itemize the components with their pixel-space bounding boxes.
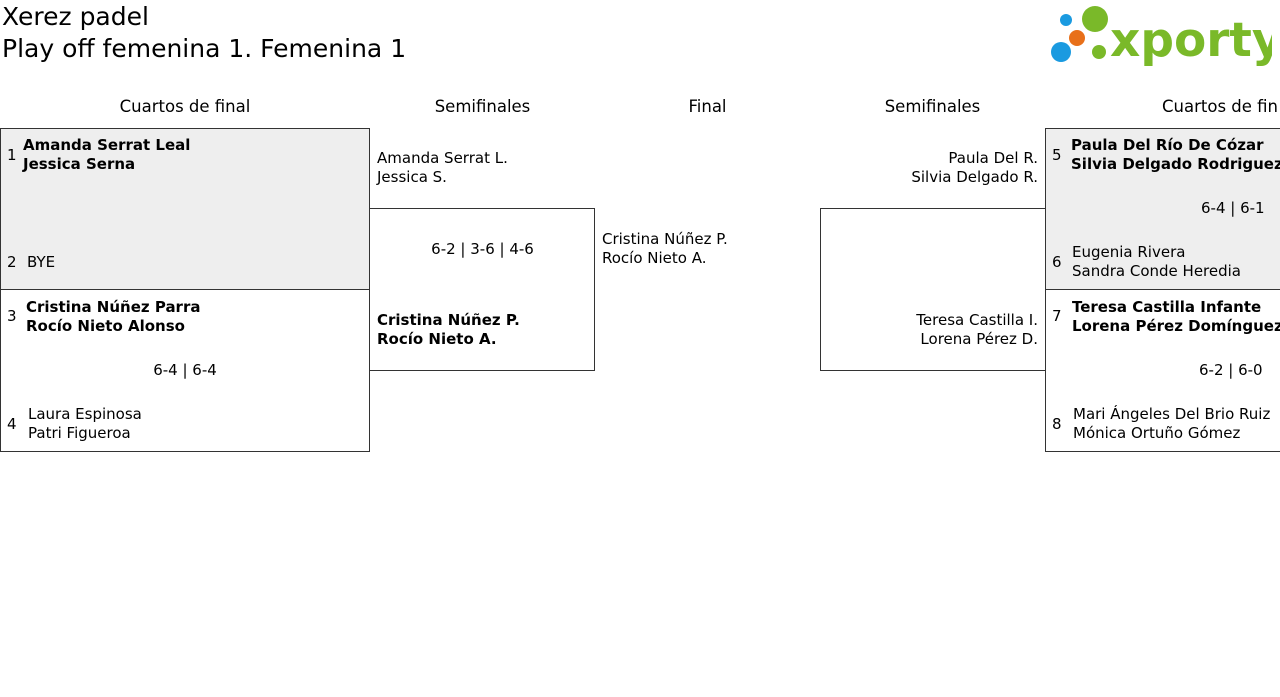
player-name: Paula Del Río De Cózar [1071,136,1264,154]
team-qf2-a[interactable]: Cristina Núñez Parra Rocío Nieto Alonso [26,298,200,336]
team-final-a[interactable]: Cristina Núñez P. Rocío Nieto A. [602,230,728,268]
match-score: 6-2 | 3-6 | 4-6 [431,240,534,258]
match-score: 6-2 | 6-0 [1199,361,1263,379]
player-name: Amanda Serrat L. [377,149,508,167]
player-name: Jessica Serna [23,155,136,173]
team-sf2-a[interactable]: Paula Del R. Silvia Delgado R. [911,149,1038,187]
competition-title: Play off femenina 1. Femenina 1 [2,34,407,63]
team-qf2-b[interactable]: Laura Espinosa Patri Figueroa [28,405,142,443]
player-name: Jessica S. [377,168,447,186]
player-name: Paula Del R. [948,149,1038,167]
seed-number: 1 [7,146,17,164]
seed-number: 7 [1052,307,1062,325]
round-header-left-quarterfinals: Cuartos de final [119,97,251,116]
player-name: Rocío Nieto A. [602,249,707,267]
player-name: Rocío Nieto Alonso [26,317,185,335]
team-qf4-a[interactable]: Teresa Castilla Infante Lorena Pérez Dom… [1072,298,1280,336]
round-header-right-semifinals: Semifinales [884,97,981,116]
match-box-qf1[interactable] [0,128,370,290]
team-sf1-b[interactable]: Cristina Núñez P. Rocío Nieto A. [377,311,520,349]
club-name: Xerez padel [2,2,149,31]
match-box-qf4[interactable] [1045,289,1280,452]
team-qf1-b: BYE [27,253,55,272]
player-name: Lorena Pérez Domínguez [1072,317,1280,335]
player-name: Lorena Pérez D. [920,330,1038,348]
player-name: Cristina Núñez P. [602,230,728,248]
round-header-left-semifinals: Semifinales [434,97,531,116]
player-name: Eugenia Rivera [1072,243,1186,261]
match-score: 6-4 | 6-4 [153,361,217,379]
player-name: Cristina Núñez P. [377,311,520,329]
team-qf1-a[interactable]: Amanda Serrat Leal Jessica Serna [23,136,190,174]
player-name: Teresa Castilla I. [916,311,1038,329]
match-score: 6-4 | 6-1 [1201,199,1265,217]
seed-number: 5 [1052,146,1062,164]
player-name: Silvia Delgado Rodriguez De [1071,155,1280,173]
round-header-right-quarterfinals: Cuartos de fin [1162,97,1278,116]
player-name: Amanda Serrat Leal [23,136,191,154]
match-box-sf1[interactable] [369,208,595,371]
bye-label: BYE [27,253,56,271]
player-name: Cristina Núñez Parra [26,298,201,316]
xporty-logo-graphic: xporty [1051,6,1280,68]
team-qf3-b[interactable]: Eugenia Rivera Sandra Conde Heredia [1072,243,1241,281]
player-name: Sandra Conde Heredia [1072,262,1241,280]
seed-number: 3 [7,307,17,325]
logo-text: xporty [1110,13,1272,68]
xporty-logo[interactable]: xporty [1050,4,1280,68]
team-sf2-b[interactable]: Teresa Castilla I. Lorena Pérez D. [916,311,1038,349]
seed-number: 6 [1052,253,1062,271]
player-name: Rocío Nieto A. [377,330,497,348]
round-header-final: Final [688,97,727,116]
player-name: Teresa Castilla Infante [1072,298,1262,316]
seed-number: 4 [7,415,17,433]
team-qf3-a[interactable]: Paula Del Río De Cózar Silvia Delgado Ro… [1071,136,1280,174]
player-name: Patri Figueroa [28,424,131,442]
team-qf4-b[interactable]: Mari Ángeles Del Brio Ruiz Mónica Ortuño… [1073,405,1270,443]
player-name: Laura Espinosa [28,405,142,423]
player-name: Mónica Ortuño Gómez [1073,424,1241,442]
seed-number: 2 [7,253,17,271]
team-sf1-a[interactable]: Amanda Serrat L. Jessica S. [377,149,508,187]
match-box-qf3[interactable] [1045,128,1280,290]
seed-number: 8 [1052,415,1062,433]
player-name: Mari Ángeles Del Brio Ruiz [1073,405,1271,423]
player-name: Silvia Delgado R. [911,168,1038,186]
